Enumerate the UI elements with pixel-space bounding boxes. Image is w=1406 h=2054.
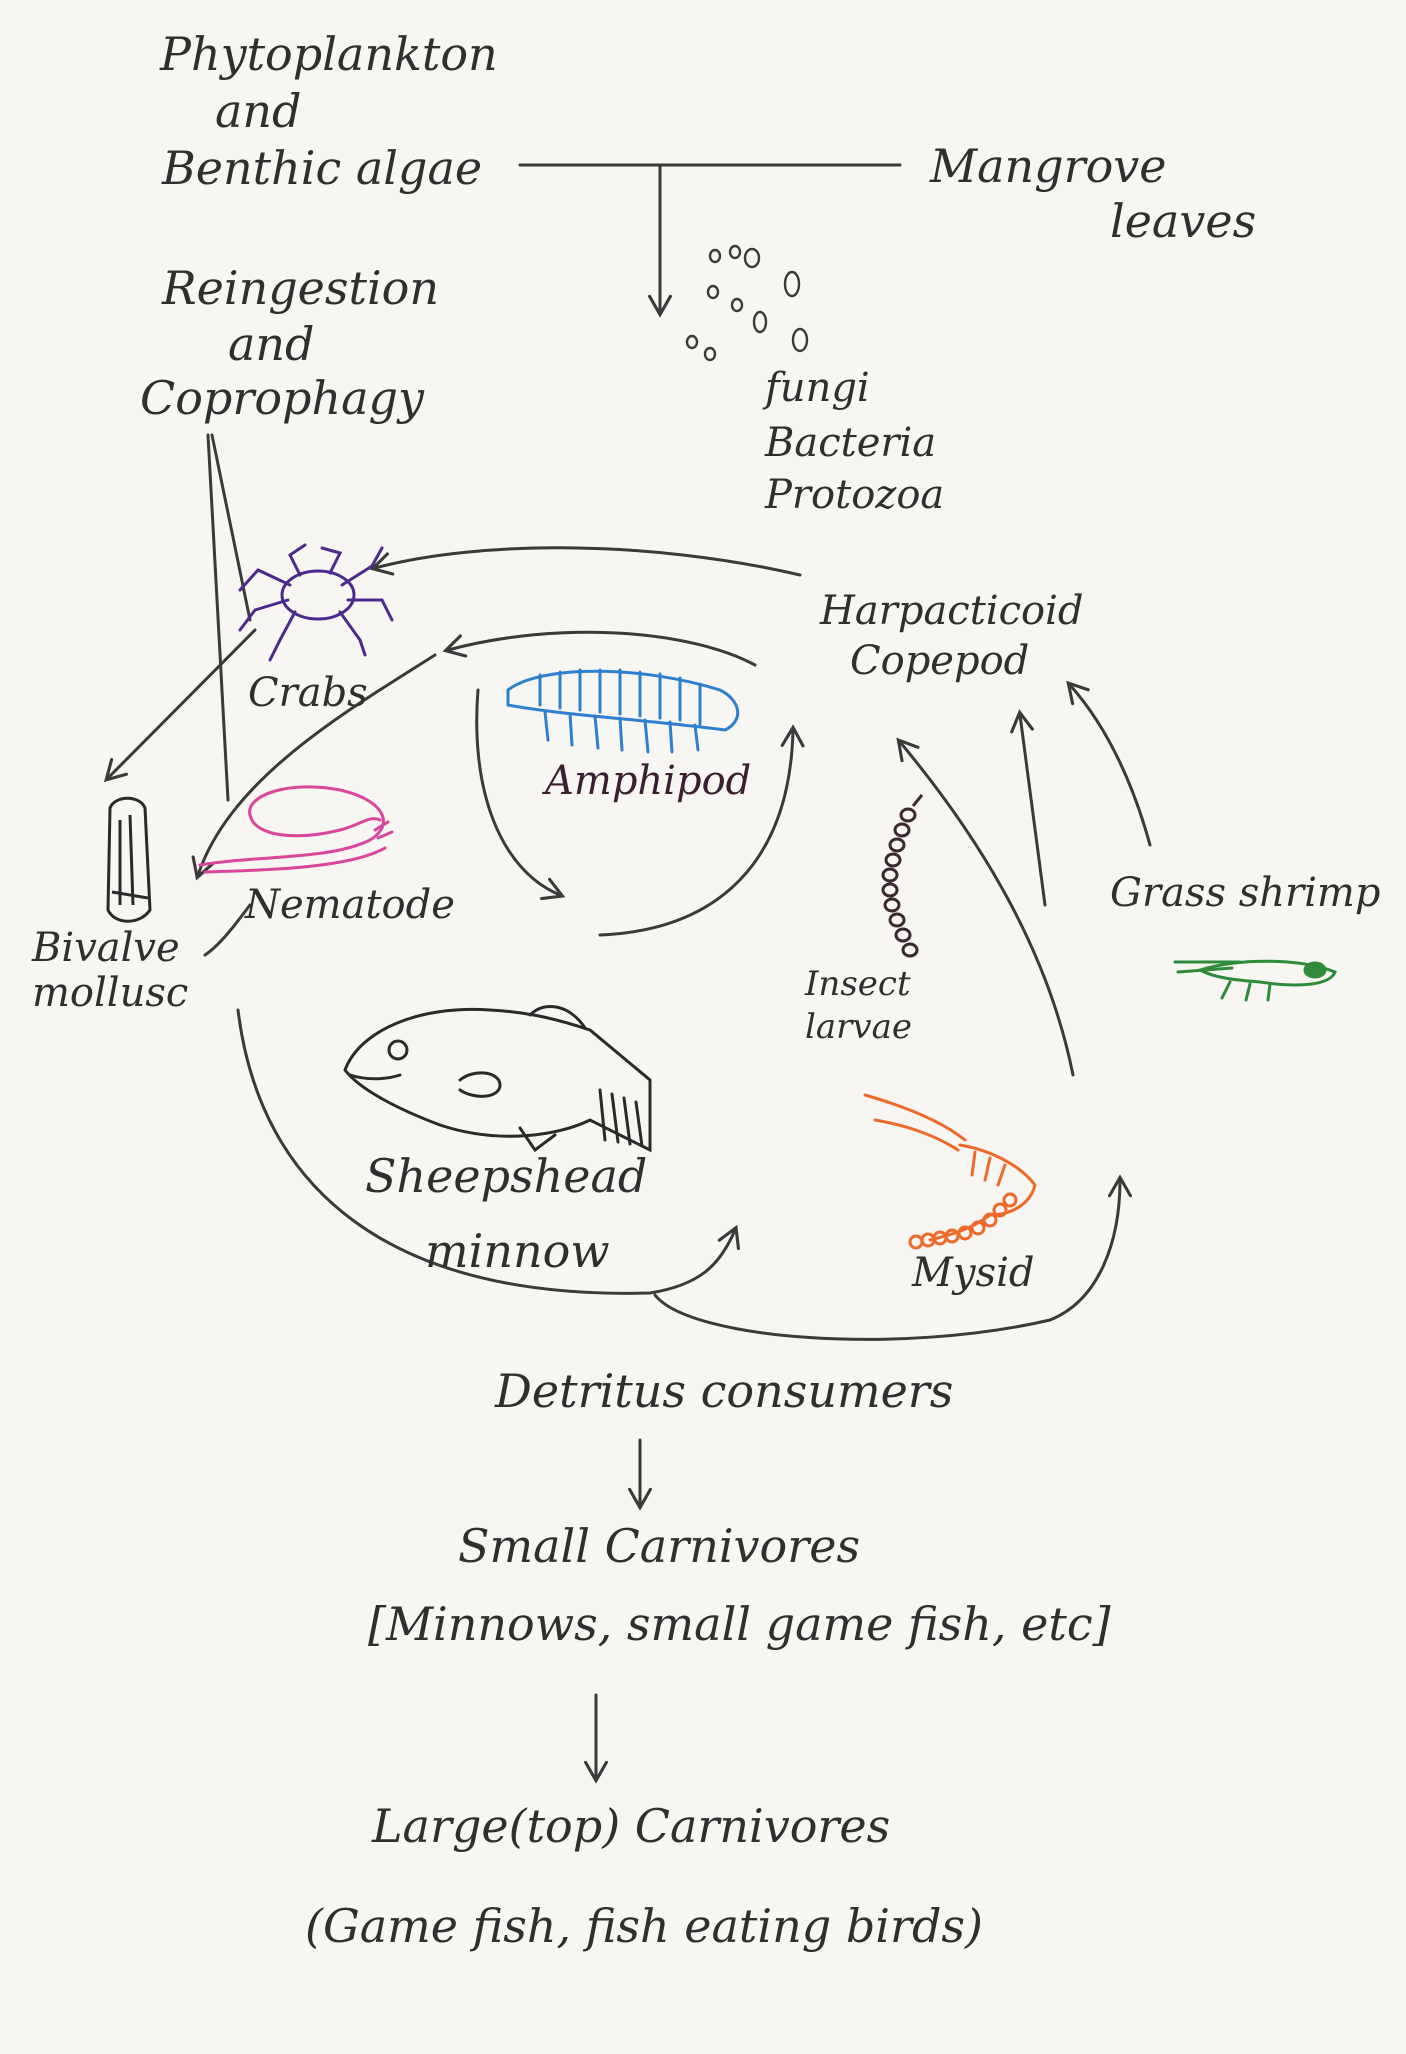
reingestion-label-line1: Reingestion — [162, 261, 439, 315]
reingestion-line-right — [210, 433, 252, 622]
arc-amphipod-to-copepod — [598, 724, 805, 937]
insect-label-line2: larvae — [805, 1007, 912, 1047]
amphipod-icon — [506, 668, 740, 754]
nematode-label: Nematode — [245, 882, 455, 928]
microbes-label-line2: Bacteria — [765, 420, 937, 466]
arrow-larva-up — [1010, 709, 1047, 907]
arrow-insect-to-copepod — [896, 737, 1075, 1077]
nematode-icon — [198, 785, 394, 874]
reingestion-label-line2: and — [228, 317, 315, 371]
minnow-label-line2: minnow — [425, 1224, 610, 1278]
mysid-icon — [863, 1093, 1037, 1250]
bivalve-label-line2: mollusc — [32, 970, 189, 1016]
insect-larva-icon — [881, 794, 924, 958]
mangrove-label-line2: leaves — [1110, 194, 1257, 248]
large-carnivores-label: Large(top) Carnivores — [372, 1799, 891, 1853]
mangrove-label-line1: Mangrove — [930, 139, 1167, 193]
arc-lower-right-loop — [653, 1174, 1132, 1341]
minnow-label-line1: Sheepshead — [365, 1149, 648, 1203]
microbes-label-line1: fungi — [765, 365, 870, 411]
detritus-consumers-label: Detritus consumers — [495, 1364, 954, 1418]
arc-amphipod-loop — [475, 688, 566, 901]
producers-label-line3: Benthic algae — [162, 141, 483, 195]
small-carnivores-examples-label: [Minnows, small game fish, etc] — [368, 1597, 1111, 1651]
mysid-label: Mysid — [912, 1250, 1035, 1296]
producers-label-line1: Phytoplankton — [160, 27, 498, 81]
reingestion-line-left — [206, 433, 230, 802]
bivalve-label-line1: Bivalve — [32, 925, 180, 971]
arrow-shrimp-to-copepod — [1066, 680, 1152, 847]
reingestion-label-line3: Coprophagy — [140, 371, 424, 425]
bivalve-icon — [106, 796, 152, 923]
grass-shrimp-label: Grass shrimp — [1110, 870, 1381, 916]
arrow-copepod-to-crabs — [369, 546, 802, 577]
insect-label-line1: Insect — [805, 964, 911, 1004]
crabs-label: Crabs — [248, 670, 368, 716]
arrow-copepod-to-crabs-inner — [442, 630, 757, 667]
producers-label-line2: and — [215, 84, 302, 138]
arc-lower-left-loop — [236, 1008, 740, 1295]
large-carnivores-examples-label: (Game fish, fish eating birds) — [305, 1899, 983, 1953]
minnow-icon — [343, 1005, 652, 1153]
copepod-label-line1: Harpacticoid — [820, 588, 1084, 634]
microbes-label-line3: Protozoa — [765, 472, 945, 518]
grass-shrimp-icon — [1173, 959, 1337, 1002]
arrow-nematode-to-bivalve — [203, 903, 252, 957]
arrow-crabs-to-bivalve — [103, 628, 257, 783]
copepod-label-line2: Copepod — [850, 638, 1030, 684]
line-crabs-to-nematode — [191, 653, 437, 881]
crab-icon — [238, 543, 394, 662]
amphipod-label: Amphipod — [545, 758, 752, 804]
microbes-icon — [685, 244, 809, 362]
small-carnivores-label: Small Carnivores — [458, 1519, 861, 1573]
